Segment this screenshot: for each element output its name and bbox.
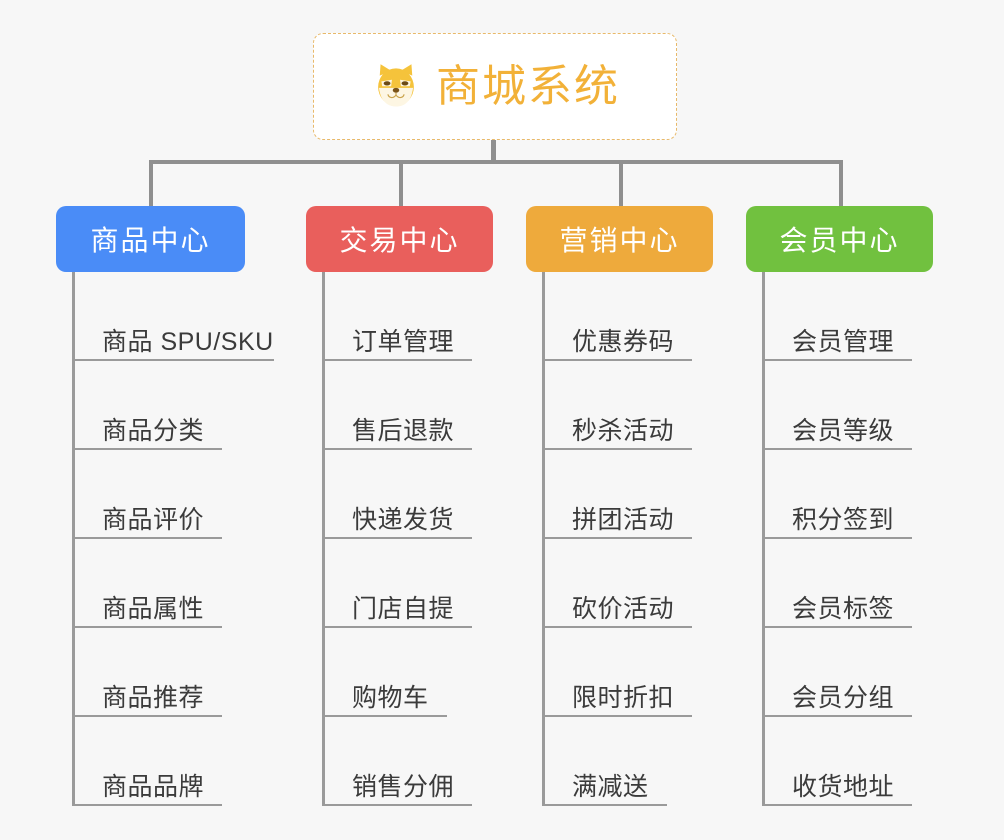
leaf-list-1: 商品 SPU/SKU 商品分类 商品评价 商品属性 商品推荐 商品品牌 [72,272,274,806]
connector-drop-1 [149,160,153,207]
connector-root-stem [491,140,496,164]
category-label-1: 商品中心 [90,225,211,256]
leaf-label: 限时折扣 [572,683,675,712]
leaf-item[interactable]: 商品品牌 [72,717,274,806]
leaf-item[interactable]: 砍价活动 [542,539,693,628]
leaf-label: 砍价活动 [572,594,675,623]
leaf-item[interactable]: 优惠券码 [542,272,693,361]
category-label-3: 营销中心 [559,225,680,256]
leaf-label: 秒杀活动 [572,416,675,445]
leaf-item[interactable]: 会员标签 [762,539,913,628]
leaf-label: 优惠券码 [572,327,675,356]
leaf-label: 售后退款 [352,416,455,445]
leaf-label: 会员等级 [792,416,895,445]
leaf-label: 商品推荐 [102,683,205,712]
shiba-dog-face-icon [370,61,422,113]
leaf-item[interactable]: 拼团活动 [542,450,693,539]
branch-spine-3 [542,272,545,806]
leaf-label: 会员管理 [792,327,895,356]
leaf-label: 满减送 [572,772,649,801]
leaf-label: 会员分组 [792,683,895,712]
category-box-3[interactable]: 营销中心 [526,206,713,272]
leaf-list-4: 会员管理 会员等级 积分签到 会员标签 会员分组 收货地址 [762,272,913,806]
leaf-item[interactable]: 门店自提 [322,539,473,628]
leaf-label: 会员标签 [792,594,895,623]
leaf-item[interactable]: 秒杀活动 [542,361,693,450]
root-node[interactable]: 商城系统 [313,33,677,140]
leaf-item[interactable]: 会员分组 [762,628,913,717]
leaf-item[interactable]: 收货地址 [762,717,913,806]
leaf-item[interactable]: 订单管理 [322,272,473,361]
leaf-item[interactable]: 商品 SPU/SKU [72,272,274,361]
leaf-item[interactable]: 商品分类 [72,361,274,450]
branch-spine-4 [762,272,765,806]
root-title: 商城系统 [436,61,620,111]
category-label-4: 会员中心 [779,225,900,256]
leaf-item[interactable]: 售后退款 [322,361,473,450]
category-box-1[interactable]: 商品中心 [56,206,245,272]
leaf-label: 门店自提 [352,594,455,623]
leaf-label: 商品评价 [102,505,205,534]
leaf-item[interactable]: 限时折扣 [542,628,693,717]
leaf-label: 商品品牌 [102,772,205,801]
leaf-item[interactable]: 积分签到 [762,450,913,539]
category-box-4[interactable]: 会员中心 [746,206,933,272]
leaf-item[interactable]: 满减送 [542,717,674,806]
leaf-item[interactable]: 销售分佣 [322,717,473,806]
leaf-item[interactable]: 会员等级 [762,361,913,450]
connector-horizontal-bar [149,160,843,164]
connector-drop-3 [619,160,623,207]
leaf-label: 销售分佣 [352,772,455,801]
connector-drop-2 [399,160,403,207]
category-box-2[interactable]: 交易中心 [306,206,493,272]
leaf-label: 购物车 [352,683,429,712]
category-label-2: 交易中心 [339,225,460,256]
branch-spine-2 [322,272,325,806]
leaf-item[interactable]: 商品属性 [72,539,274,628]
leaf-label: 商品属性 [102,594,205,623]
leaf-list-3: 优惠券码 秒杀活动 拼团活动 砍价活动 限时折扣 满减送 [542,272,693,806]
connector-drop-4 [839,160,843,207]
leaf-label: 快递发货 [352,505,455,534]
leaf-item[interactable]: 商品推荐 [72,628,274,717]
leaf-label: 积分签到 [792,505,895,534]
leaf-label: 拼团活动 [572,505,675,534]
leaf-label: 订单管理 [352,327,455,356]
leaf-label: 商品分类 [102,416,205,445]
leaf-item[interactable]: 快递发货 [322,450,473,539]
leaf-list-2: 订单管理 售后退款 快递发货 门店自提 购物车 销售分佣 [322,272,473,806]
leaf-item[interactable]: 购物车 [322,628,454,717]
leaf-item[interactable]: 商品评价 [72,450,274,539]
branch-spine-1 [72,272,75,806]
leaf-item[interactable]: 会员管理 [762,272,913,361]
leaf-label: 收货地址 [792,772,895,801]
leaf-label: 商品 SPU/SKU [102,327,274,356]
